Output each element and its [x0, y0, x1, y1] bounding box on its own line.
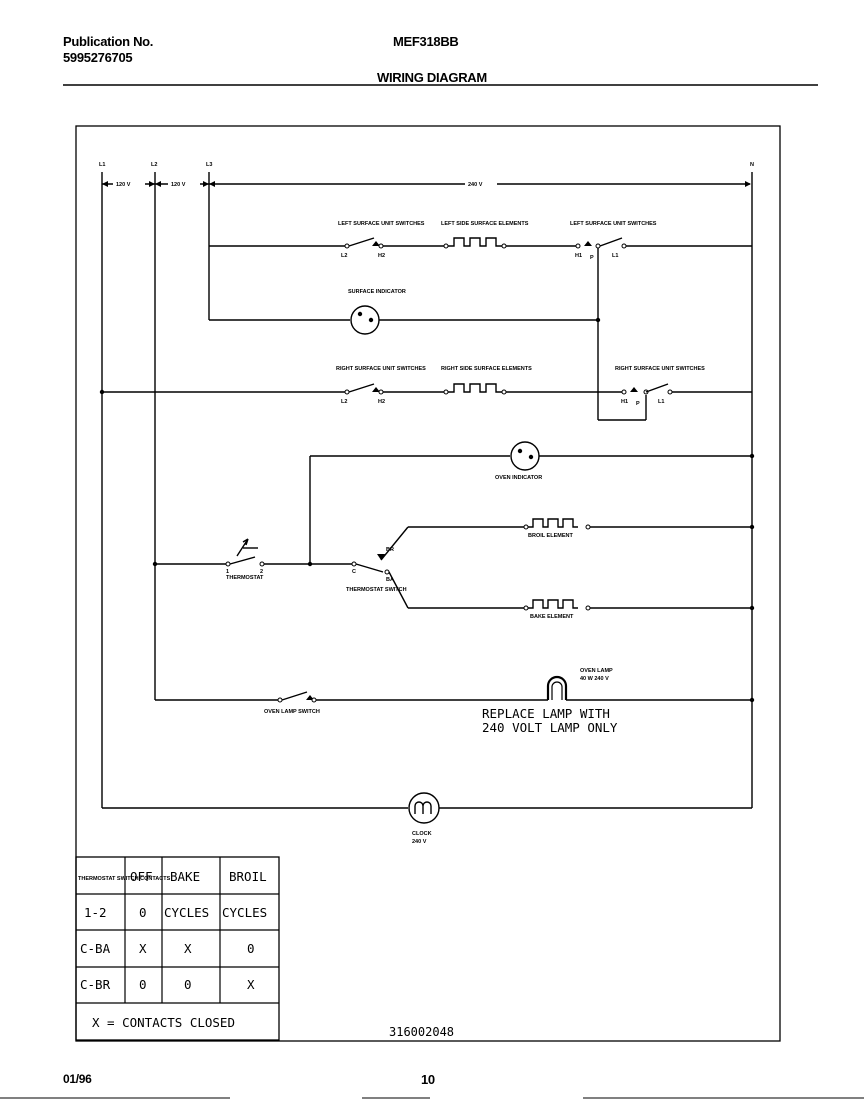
right-switches-label-2: RIGHT SURFACE UNIT SWITCHES: [615, 366, 705, 372]
publication-number: 5995276705: [63, 50, 133, 65]
bake-element-label: BAKE ELEMENT: [530, 614, 574, 620]
terminal-p-left: P: [590, 255, 594, 261]
table-header-bake: BAKE: [170, 869, 200, 884]
line-n-label: N: [750, 162, 754, 168]
line-l1-label: L1: [99, 162, 105, 168]
terminal-l1-right: L1: [658, 399, 664, 405]
terminal-h1-right: H1: [621, 399, 628, 405]
voltage-l3-n: 240 V: [468, 182, 483, 188]
bus-lines: [101, 172, 753, 808]
terminal-h1-left: H1: [575, 253, 582, 259]
clock-label: CLOCK: [412, 831, 432, 837]
oven-lamp-rating: 40 W 240 V: [580, 676, 609, 682]
terminal-h2-left: H2: [378, 253, 385, 259]
terminal-h2-right: H2: [378, 399, 385, 405]
table-header-off: OFF: [130, 869, 153, 884]
page-title: WIRING DIAGRAM: [377, 70, 487, 85]
replace-lamp-note-1: REPLACE LAMP WITH: [482, 706, 610, 721]
oven-indicator-light: [309, 441, 755, 564]
publication-label: Publication No.: [63, 34, 154, 49]
line-l2-label: L2: [151, 162, 157, 168]
clock-rating: 240 V: [412, 839, 427, 845]
voltage-l1-l2: 120 V: [116, 182, 131, 188]
table-row-2-bake: X: [184, 941, 192, 956]
table-row-1-broil: CYCLES: [222, 905, 267, 920]
left-switches-label: LEFT SURFACE UNIT SWITCHES: [338, 221, 425, 227]
surface-indicator-light: [209, 305, 601, 335]
terminal-br: BR: [386, 547, 394, 553]
page-number: 10: [421, 1072, 435, 1087]
left-switches-label-2: LEFT SURFACE UNIT SWITCHES: [570, 221, 657, 227]
right-switches-label: RIGHT SURFACE UNIT SWITCHES: [336, 366, 426, 372]
contact-table: [75, 856, 280, 1041]
table-row-1-bake: CYCLES: [164, 905, 209, 920]
clock-circuit: [102, 792, 752, 824]
table-header-contacts: THERMOSTAT SWITCH CONTACTS: [78, 876, 171, 882]
oven-indicator-label: OVEN INDICATOR: [495, 475, 542, 481]
table-legend: X = CONTACTS CLOSED: [92, 1015, 235, 1030]
table-header-broil: BROIL: [229, 869, 267, 884]
right-elements-label: RIGHT SIDE SURFACE ELEMENTS: [441, 366, 532, 372]
terminal-p-right: P: [636, 401, 640, 407]
table-row-1-off: 0: [139, 905, 147, 920]
voltage-l2-l3: 120 V: [171, 182, 186, 188]
table-row-2-broil: 0: [247, 941, 255, 956]
oven-lamp-switch-label: OVEN LAMP SWITCH: [264, 709, 320, 715]
right-surface-circuit: [99, 383, 752, 395]
thermostat-label: THERMOSTAT: [226, 575, 264, 581]
thermostat-circuit: [152, 518, 755, 611]
terminal-2: 2: [260, 569, 263, 575]
table-row-3-off: 0: [139, 977, 147, 992]
line-l3-label: L3: [206, 162, 212, 168]
terminal-l1-left: L1: [612, 253, 618, 259]
left-elements-label: LEFT SIDE SURFACE ELEMENTS: [441, 221, 529, 227]
voltage-dimensions: [102, 180, 751, 188]
diagram-frame: [75, 125, 781, 1042]
oven-lamp-circuit: [155, 675, 755, 703]
surface-indicator-label: SURFACE INDICATOR: [348, 289, 406, 295]
replace-lamp-note-2: 240 VOLT LAMP ONLY: [482, 720, 618, 735]
table-row-3-contact: C-BR: [80, 977, 111, 992]
footer-date: 01/96: [63, 1072, 92, 1086]
model-number: MEF318BB: [393, 34, 459, 49]
terminal-l2-right: L2: [341, 399, 347, 405]
table-row-2-off: X: [139, 941, 147, 956]
thermostat-switch-label: THERMOSTAT SWITCH: [346, 587, 407, 593]
terminal-1: 1: [226, 569, 229, 575]
table-row-3-bake: 0: [184, 977, 192, 992]
table-row-3-broil: X: [247, 977, 255, 992]
terminal-c: C: [352, 569, 356, 575]
broil-element-label: BROIL ELEMENT: [528, 533, 573, 539]
table-row-2-contact: C-BA: [80, 941, 111, 956]
oven-lamp-label: OVEN LAMP: [580, 668, 613, 674]
terminal-l2-left: L2: [341, 253, 347, 259]
table-row-1-contact: 1-2: [84, 905, 107, 920]
part-number: 316002048: [389, 1025, 454, 1039]
terminal-ba: BA: [386, 577, 394, 583]
